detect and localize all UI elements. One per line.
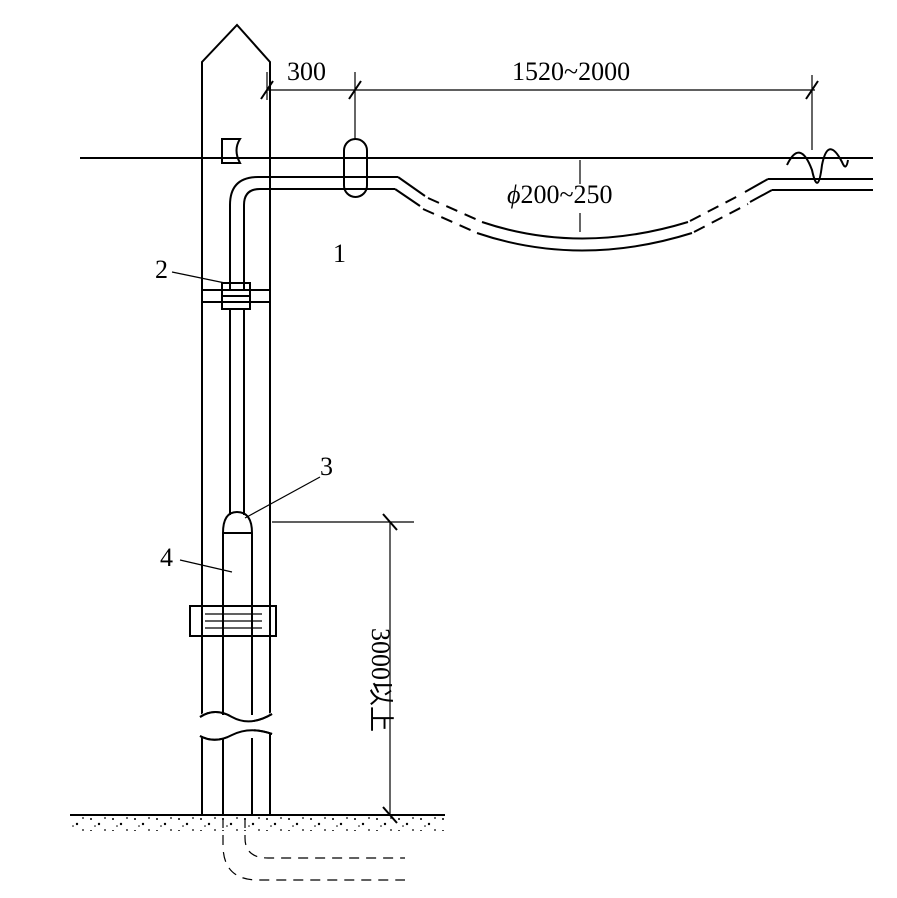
dimension-span: 300 1520~2000 — [260, 57, 819, 150]
protection-break-bottom — [199, 729, 273, 741]
dim-span-label: 1520~2000 — [512, 57, 630, 86]
ground — [70, 814, 445, 831]
cable-slope-left-inner — [394, 188, 421, 207]
dim-tick-2 — [348, 80, 362, 100]
ground-soil-hatch — [70, 817, 445, 831]
svg-text:ϕ200~250: ϕ200~250 — [507, 180, 613, 209]
cable-slope-right-outer — [744, 178, 769, 193]
messenger-bracket — [221, 138, 242, 164]
cable-dash-right-outer — [689, 193, 743, 222]
height-label: 3000以上 — [366, 628, 395, 732]
height-tick-bottom — [382, 806, 398, 824]
cable-dash-right-inner — [693, 203, 749, 233]
callout-2-leader — [171, 271, 226, 284]
dimension-height: 3000以上 — [272, 513, 414, 824]
cable-dash-left-inner — [422, 208, 476, 233]
dim-tick-3 — [805, 80, 819, 100]
pipe-clamp — [189, 605, 277, 637]
height-tick-top — [382, 513, 398, 531]
dim-tick-1 — [260, 80, 274, 100]
callouts: 1 2 3 4 — [155, 239, 346, 573]
cable-slope-right-inner — [749, 189, 773, 203]
dim-pole-offset-label: 300 — [287, 57, 326, 86]
pole-clamp-band — [201, 289, 271, 303]
callout-3-leader — [244, 476, 321, 519]
cable-1 — [229, 176, 873, 290]
callout-3-label: 3 — [320, 452, 333, 481]
underground-cable — [222, 818, 405, 881]
cable-slope-left-outer — [397, 176, 426, 197]
underground-cable-outer — [222, 818, 405, 881]
cable-terminal-head-3 — [221, 510, 254, 534]
callout-2-label: 2 — [155, 255, 168, 284]
sag-diameter-range: 200~250 — [520, 180, 612, 209]
sag-diameter-symbol: ϕ — [507, 180, 520, 209]
callout-1-label: 1 — [333, 239, 346, 268]
protection-break-top — [199, 711, 273, 723]
cable-sag-outer — [481, 221, 689, 240]
cable-upper-inner — [243, 188, 395, 290]
protection-pipe-4 — [189, 532, 277, 815]
underground-cable-inner — [244, 818, 405, 859]
pole — [199, 23, 273, 815]
cable-hanger-right — [786, 148, 849, 184]
pole-outline — [201, 23, 271, 815]
dimension-sag: ϕ200~250 — [507, 160, 613, 232]
cable-dash-left-outer — [427, 197, 481, 222]
cable-sag-inner — [476, 232, 693, 252]
pipe-fitting-2 — [201, 282, 271, 515]
callout-4-leader — [179, 559, 233, 573]
cable-upper-outer — [229, 176, 398, 290]
callout-4-label: 4 — [160, 543, 173, 572]
